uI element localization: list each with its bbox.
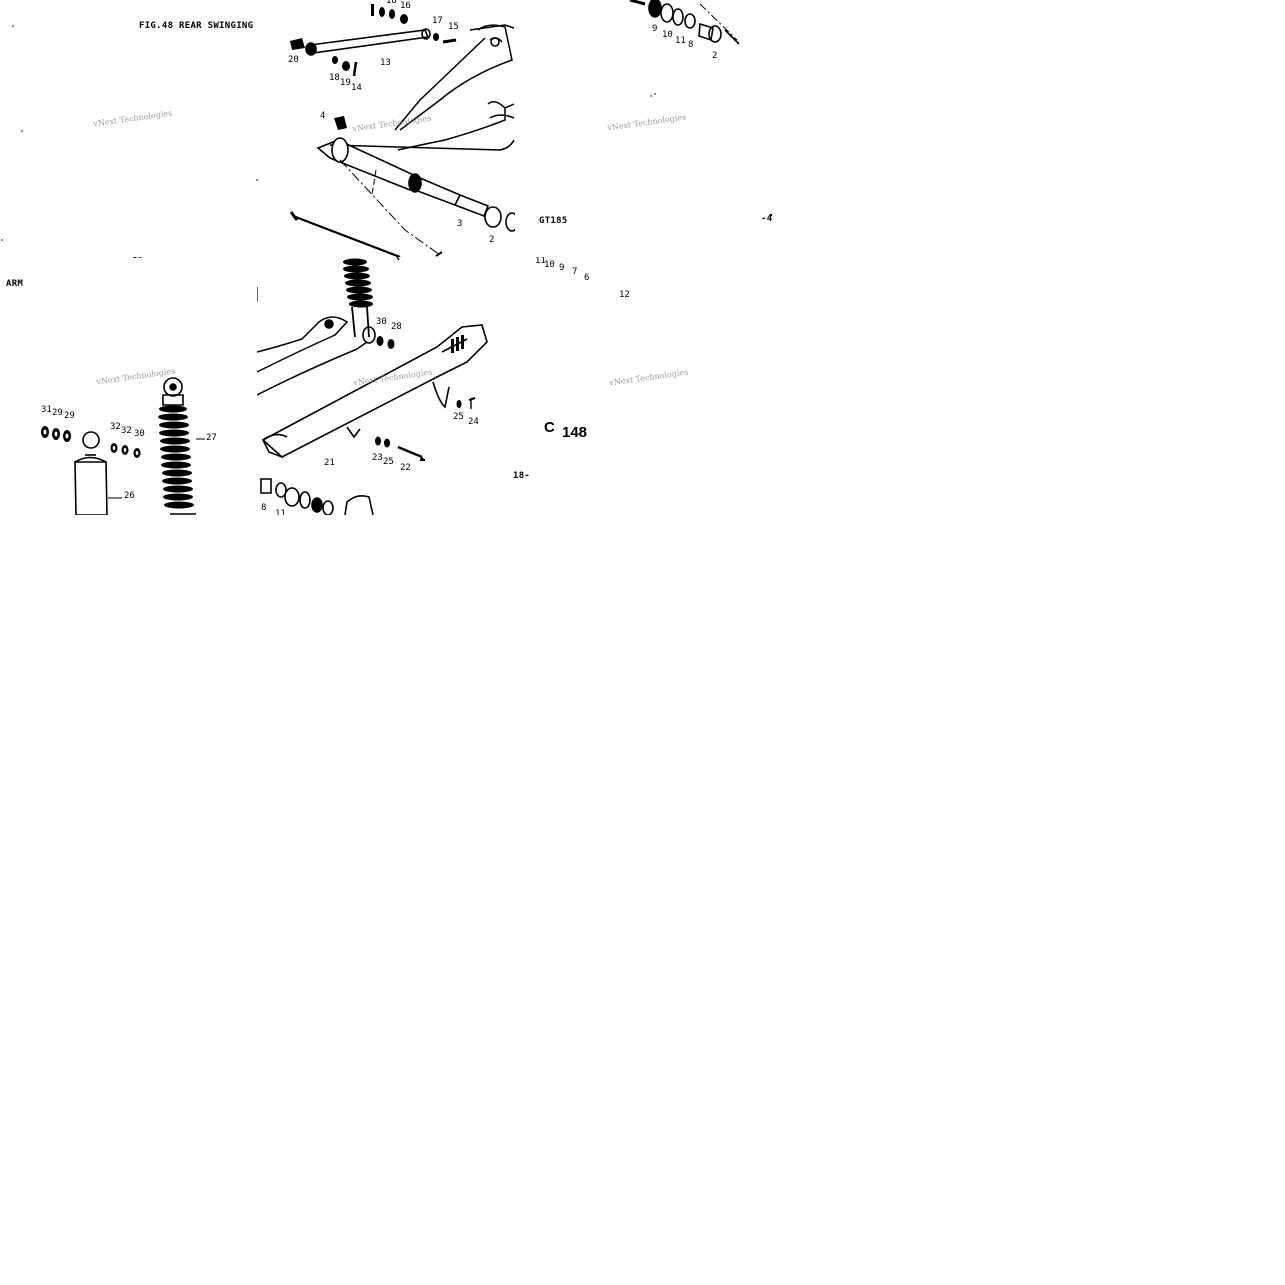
- callout-label: 29: [52, 408, 63, 418]
- callout-label: 28: [391, 322, 402, 332]
- figure-title: FIG.48 REAR SWINGING: [139, 21, 254, 31]
- callout-label: 26: [124, 491, 135, 501]
- shock-spring-27: [162, 377, 184, 406]
- edge-mark: -4: [761, 214, 772, 224]
- callout-label: 30: [134, 429, 145, 439]
- callout-label: 12: [619, 290, 630, 300]
- swing-arm-body: [329, 24, 515, 151]
- page-prefix: C: [544, 419, 555, 436]
- callout-label: 25: [453, 412, 464, 422]
- edge-mark-bottom: 18-: [513, 471, 531, 481]
- callout-label: 13: [380, 58, 391, 68]
- callout-label: 14: [351, 83, 362, 93]
- callout-label: 9: [652, 24, 658, 34]
- diagram-tile-rear-shock: 14 19 18 ARM 31 29 29 32 32 30 27 26 vNe…: [0, 257, 257, 515]
- model-label: GT185: [539, 216, 568, 226]
- callout-label: 18: [132, 257, 143, 261]
- callout-label: 19: [120, 257, 131, 258]
- shock-coils: [158, 405, 194, 509]
- shock-cover-26: [74, 431, 108, 515]
- callout-label: 16: [400, 1, 411, 11]
- chain-case-drawing: [257, 257, 488, 515]
- callout-label: 8: [688, 40, 694, 50]
- callout-label: 11: [675, 36, 686, 46]
- callout-label: 31: [41, 405, 52, 415]
- diagram-tile-swing-arm: FIG.48 REAR SWINGING 18 16 17 15 13 20 1…: [0, 0, 515, 257]
- callout-label: 8: [261, 503, 267, 513]
- callout-label: 27: [206, 433, 217, 443]
- callout-label: 25: [383, 457, 394, 467]
- diagram-tile-chain-case: 30 28 25 24 23 25 22 21 8 11 11 10 9 7 6…: [257, 257, 772, 515]
- callout-label: 9: [559, 263, 565, 273]
- callout-label: 17: [432, 16, 443, 26]
- callout-label: 2: [712, 51, 718, 61]
- page-number: 148: [562, 424, 588, 441]
- callout-label: 3: [457, 219, 463, 229]
- callout-label: 15: [448, 22, 459, 32]
- swing-arm-lower: [257, 316, 368, 396]
- cross-bar-13: [305, 28, 431, 56]
- callout-label: 18: [386, 0, 397, 6]
- callout-label: 24: [468, 417, 479, 427]
- callout-label: 11: [535, 257, 546, 266]
- callout-label: 32: [121, 426, 132, 436]
- callout-label: 30: [376, 317, 387, 327]
- swing-arm-drawing: [1, 4, 515, 257]
- rear-shock-drawing: [41, 377, 205, 515]
- callout-label: 7: [572, 267, 578, 277]
- callout-label: 21: [324, 458, 335, 468]
- callout-label: 22: [400, 463, 411, 473]
- pivot-hardware-drawing: [629, 0, 772, 216]
- callout-label: 6: [584, 273, 590, 283]
- callout-label: 10: [544, 260, 555, 270]
- callout-label: 4: [320, 111, 326, 121]
- diagram-tile-pivot-hardware: 9 10 11 8 2 GT185 -4 vNext Technologies: [515, 0, 772, 257]
- callout-label: 10: [662, 30, 673, 40]
- figure-title-continued: ARM: [6, 279, 24, 289]
- callout-label: 18: [329, 73, 340, 83]
- callout-label: 23: [372, 453, 383, 463]
- callout-label: 29: [64, 411, 75, 421]
- pivot-tube: [316, 137, 515, 232]
- chain-case-21: [261, 324, 488, 458]
- callout-label: 20: [288, 55, 299, 65]
- callout-label: 32: [110, 422, 121, 432]
- callout-label: 11: [275, 509, 286, 516]
- callout-label: 2: [489, 235, 495, 245]
- callout-label: 19: [340, 78, 351, 88]
